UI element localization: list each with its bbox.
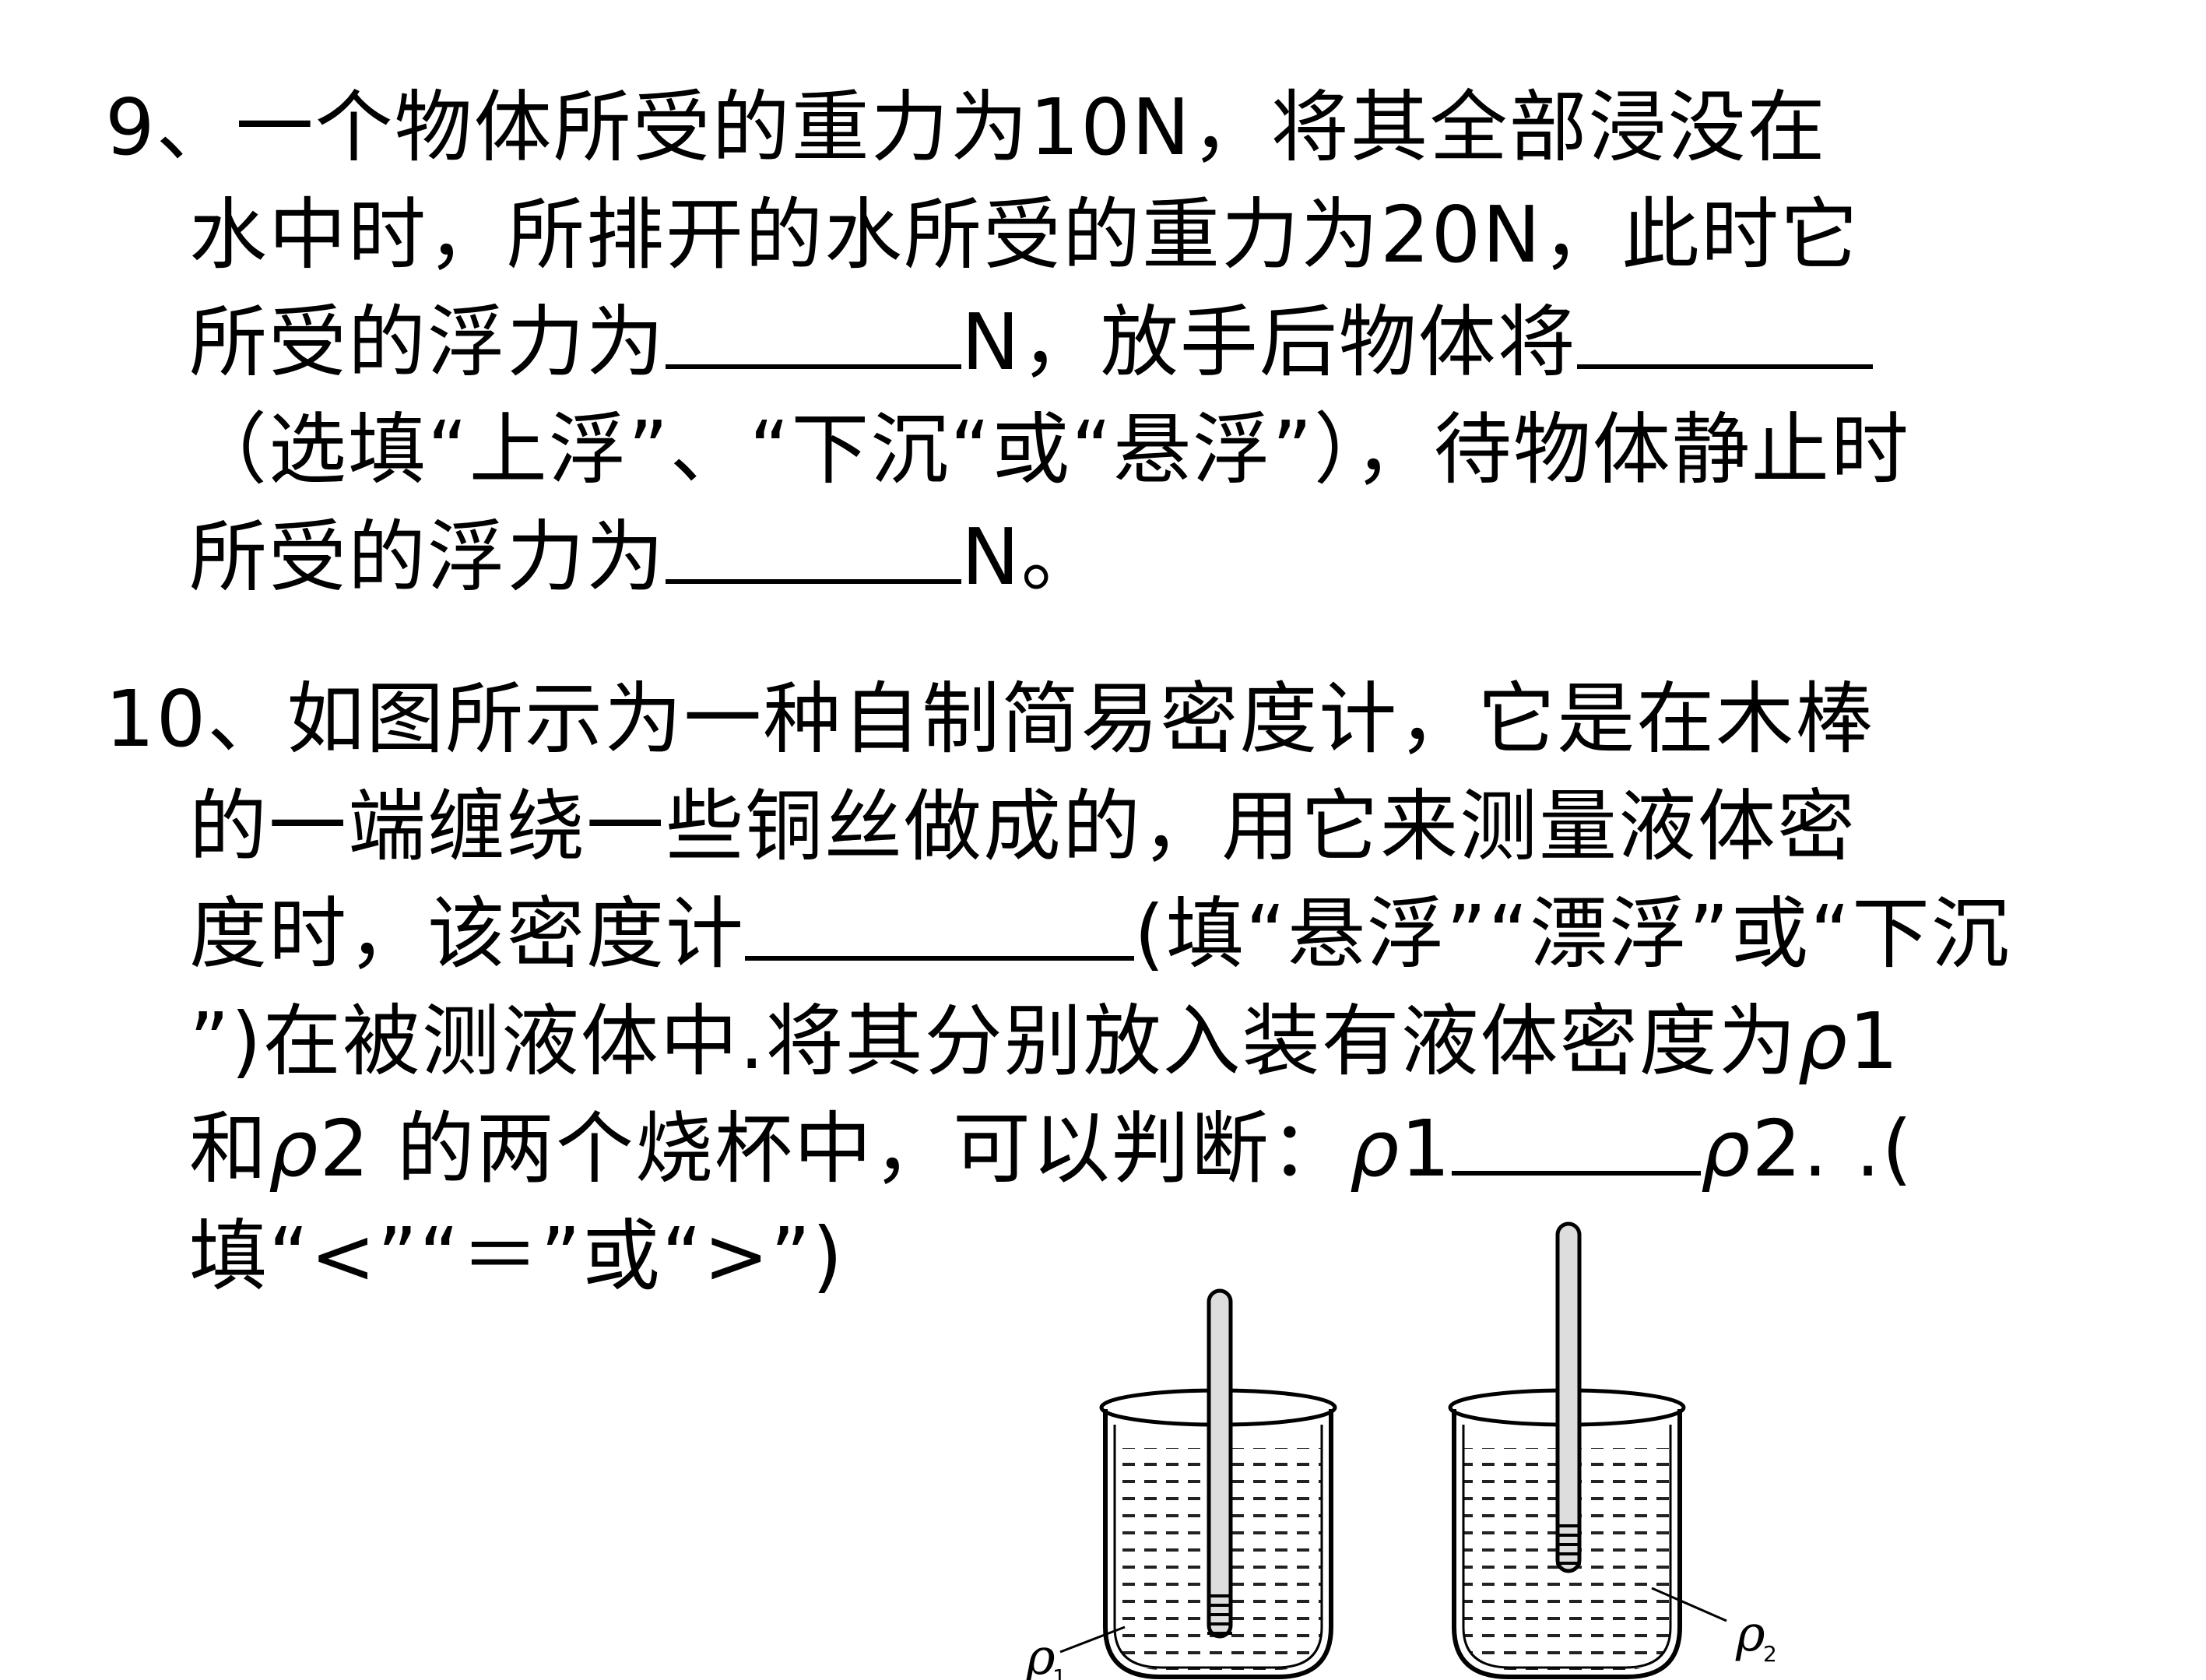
- rho-symbol: ρ: [1701, 1103, 1752, 1194]
- q9-line-5: 所受的浮力为 N。: [105, 504, 2129, 611]
- q9-line-1: 9、一个物体所受的重力为10N，将其全部浸没在: [105, 74, 2129, 181]
- q10-text-1: 10、如图所示为一种自制简易密度计，它是在木棒: [105, 673, 1875, 764]
- beaker-left: ρ 1: [1025, 1288, 1337, 1680]
- answer-blank-motion[interactable]: [1576, 294, 1873, 369]
- q9-line-2: 水中时，所排开的水所受的重力为20N，此时它: [105, 181, 2129, 289]
- q10-text-5a: 和: [189, 1103, 269, 1194]
- answer-blank-state[interactable]: [745, 886, 1134, 961]
- densimeter-figure: ρ 1 ρ 2: [1012, 1199, 1829, 1680]
- q9-line-3: 所受的浮力为 N，放手后物体将: [105, 289, 2129, 396]
- rho-symbol: ρ: [1349, 1103, 1401, 1194]
- q10-line-6: 填“<”“＝”或“>”): [105, 1203, 2129, 1310]
- label-rho-1: ρ: [1025, 1629, 1056, 1680]
- q9-text-3a: 所受的浮力为: [189, 297, 666, 388]
- rho-symbol: ρ: [1797, 996, 1849, 1087]
- q9-text-4: （选填“上浮”、“下沉“或“悬浮”），待物体静止时: [189, 404, 1910, 495]
- q10-text-5c: 1: [1400, 1103, 1453, 1194]
- q10-text-2: 的一端缠绕一些铜丝做成的，用它来测量液体密: [189, 781, 1856, 872]
- label-rho-2: ρ: [1735, 1605, 1765, 1663]
- q9-line-4: （选填“上浮”、“下沉“或“悬浮”），待物体静止时: [105, 396, 2129, 504]
- q10-line-1: 10、如图所示为一种自制简易密度计，它是在木棒: [105, 666, 2129, 773]
- rho-symbol: ρ: [269, 1103, 320, 1194]
- q9-text-5a: 所受的浮力为: [189, 511, 666, 603]
- question-9: 9、一个物体所受的重力为10N，将其全部浸没在 水中时，所排开的水所受的重力为2…: [105, 74, 2129, 611]
- q10-text-4b: 1: [1849, 996, 1900, 1087]
- answer-blank-final-buoyancy[interactable]: [666, 509, 961, 584]
- q10-text-3b: (填“悬浮”“漂浮”或“下沉: [1134, 888, 2011, 979]
- answer-blank-compare[interactable]: [1452, 1101, 1702, 1176]
- q9-text-5b: N。: [961, 511, 1101, 603]
- q10-line-4: ”)在被测液体中.将其分别放入装有液体密度为ρ1: [105, 988, 2129, 1095]
- q9-text-2: 水中时，所排开的水所受的重力为20N，此时它: [189, 189, 1860, 280]
- q9-text-3b: N，放手后物体将: [961, 297, 1577, 388]
- beakers-diagram: ρ 1 ρ 2: [1025, 1221, 1777, 1680]
- q10-text-5b: 2 的两个烧杯中，可以判断：: [319, 1103, 1350, 1194]
- q10-line-2: 的一端缠绕一些铜丝做成的，用它来测量液体密: [105, 773, 2129, 880]
- q10-text-3a: 度时，该密度计: [189, 888, 745, 979]
- q10-text-4a: ”)在被测液体中.将其分别放入装有液体密度为: [189, 996, 1798, 1087]
- label-rho-2-subscript: 2: [1763, 1641, 1777, 1667]
- q10-text-6: 填“<”“＝”或“>”): [189, 1211, 845, 1302]
- q10-line-3: 度时，该密度计 (填“悬浮”“漂浮”或“下沉: [105, 880, 2129, 988]
- label-rho-1-subscript: 1: [1052, 1664, 1066, 1680]
- beaker-right: ρ 2: [1448, 1221, 1777, 1679]
- q9-text-1: 9、一个物体所受的重力为10N，将其全部浸没在: [105, 82, 1827, 173]
- question-10: 10、如图所示为一种自制简易密度计，它是在木棒 的一端缠绕一些铜丝做成的，用它来…: [105, 666, 2129, 1310]
- answer-blank-buoyancy[interactable]: [666, 294, 961, 369]
- q10-text-5d: 2. .(: [1751, 1103, 1914, 1194]
